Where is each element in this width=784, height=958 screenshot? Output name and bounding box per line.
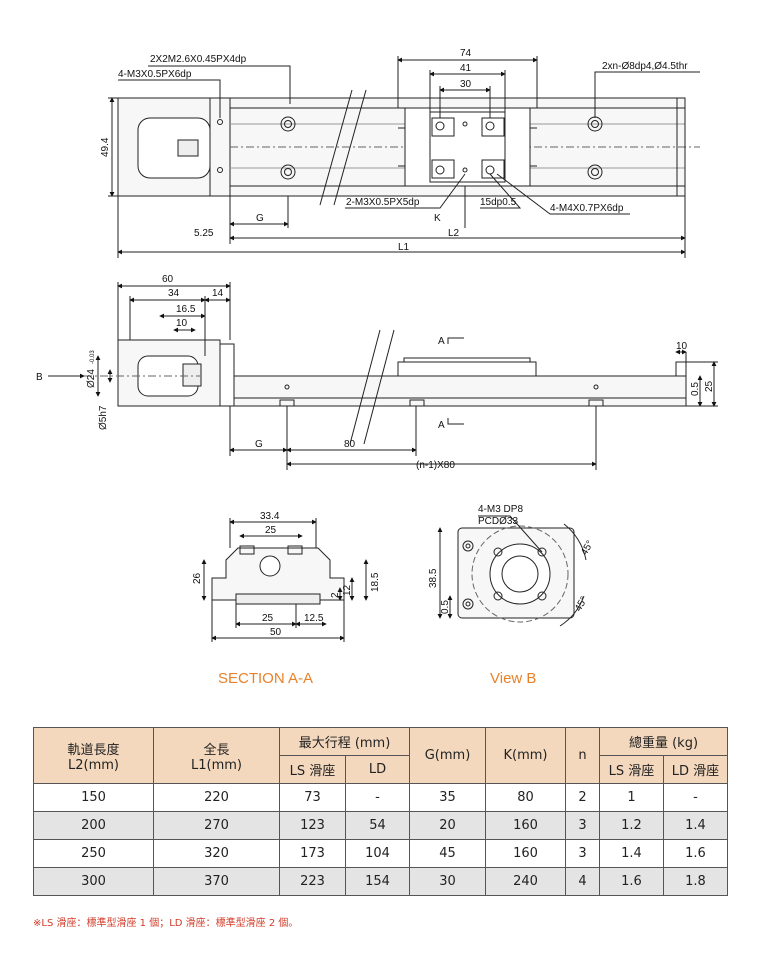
section-a-a [201,518,369,642]
dim-30: 30 [460,79,472,90]
header-stroke-ls: LS 滑座 [279,755,346,784]
front-view-labels: 60 34 14 16.5 10 B Ø24 -0.03 Ø5h7 A A 10… [36,274,715,471]
dim-33-4: 33.4 [260,511,280,522]
view-b [437,515,587,627]
dim-80: 80 [344,439,356,450]
dim-34: 34 [168,288,180,299]
dim-50: 50 [270,627,282,638]
dim-25-right: 25 [704,380,715,392]
dim-pcd: PCDØ33 [478,516,518,527]
header-total-length: 全長 L1(mm) [153,727,280,784]
header-weight-ld: LD 滑座 [663,755,728,784]
section-mark-bottom: A [438,420,445,431]
dim-18-5: 18.5 [370,572,381,592]
dim-d5h7: Ø5h7 [98,405,109,430]
dim-41: 41 [460,63,472,74]
dim-38-5: 38.5 [428,568,439,588]
header-max-stroke: 最大行程 (mm) [279,727,410,756]
dim-m3: 4-M3 DP8 [478,504,523,515]
section-title: SECTION A-A [218,670,314,687]
view-b-title: View B [490,670,537,687]
dim-26: 26 [192,572,203,584]
dim-2: 2 [330,592,341,598]
dim-tap-front: 2X2M2.6X0.45PX4dp [150,54,247,65]
dim-12-5: 12.5 [304,613,324,624]
dim-angle-2: 45° [573,595,590,614]
dim-15dp: 15dp0.5 [480,197,517,208]
dim-d24-tol: -0.03 [90,350,96,364]
section-labels: 33.4 25 26 2 12 18.5 25 12.5 50 [192,511,381,638]
dim-10-right: 10 [676,341,688,352]
table-note: ※LS 滑座：標準型滑座 1 個；LD 滑座：標準型滑座 2 個。 [33,918,299,929]
dim-k: K [434,213,441,224]
header-rail-length: 軌道長度 L2(mm) [33,727,154,784]
dim-tap-side: 4-M3X0.5PX6dp [118,69,192,80]
dim-60: 60 [162,274,174,285]
dim-49-4: 49.4 [100,137,111,157]
dim-5-25: 5.25 [194,228,214,239]
dim-14: 14 [212,288,224,299]
header-n: n [565,727,600,784]
dim-d24: Ø24 [86,369,97,388]
dim-angle-1: 45° [579,539,596,558]
dim-74: 74 [460,48,472,59]
top-view [108,56,700,258]
dim-l2: L2 [448,228,460,239]
dim-0-5: 0.5 [690,382,701,396]
header-total-weight: 總重量 (kg) [599,727,728,756]
header-stroke-ld: LD [345,755,410,784]
header-k: K(mm) [485,727,566,784]
header-weight-ls: LS 滑座 [599,755,664,784]
dim-b: B [36,372,43,383]
dim-25-top: 25 [265,525,277,536]
section-mark-top: A [438,336,445,347]
front-view [48,282,718,470]
dim-12: 12 [342,584,353,596]
top-view-labels: 2X2M2.6X0.45PX4dp 4-M3X0.5PX6dp 74 41 30… [100,48,688,253]
dim-g-front: G [255,439,263,450]
dim-16-5: 16.5 [176,304,196,315]
dim-25-bottom: 25 [262,613,274,624]
dim-holes: 2xn-Ø8dp4,Ø4.5thr [602,61,688,72]
dim-pitch: (n-1)X80 [416,460,455,471]
dim-l1: L1 [398,242,410,253]
dim-slider-m4: 4-M4X0.7PX6dp [550,203,624,214]
spec-table: 軌道長度 L2(mm) 全長 L1(mm) 最大行程 (mm) G(mm) K(… [33,727,728,896]
technical-drawing: 2X2M2.6X0.45PX4dp 4-M3X0.5PX6dp 74 41 30… [36,48,718,642]
dim-10: 10 [176,318,188,329]
dim-slider-tap: 2-M3X0.5PX5dp [346,197,420,208]
dim-0-5-b: 0.5 [440,600,451,614]
header-g: G(mm) [409,727,486,784]
dim-g-top: G [256,213,264,224]
